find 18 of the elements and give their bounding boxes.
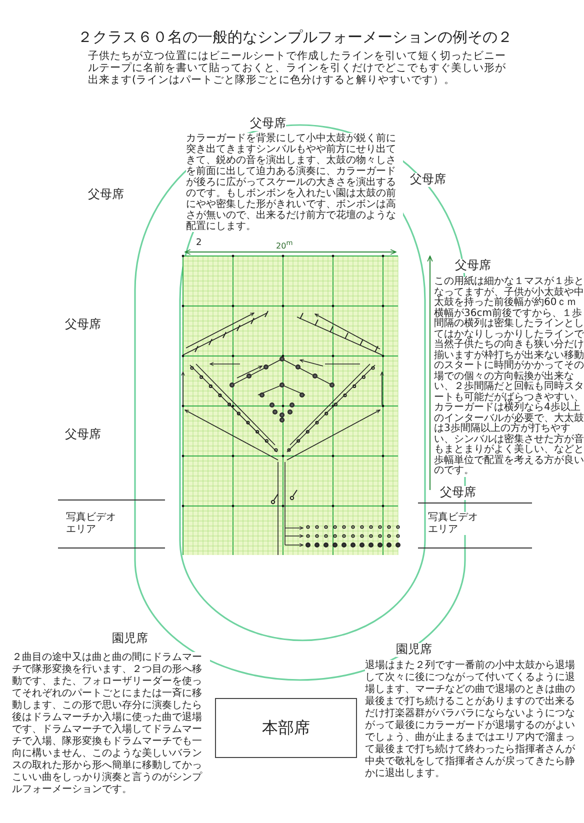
note-text: カラーガードを背景にして小中太鼓が鋭く前に突き出てきますシンバルもやや前方にせり出てきて、鋭めの音を演出します、太鼓の物々しさを前面に出して迫力ある演奏に、カラーガードが後ろに広がってスケールの大きさを演出するのです。もしボンボンを入れたい園は太鼓の前にやや密集した形がきれいです、ボンボンは高さが無いので、出来るだけ前方で花壇のような配置にします。 — [186, 133, 403, 232]
seat-label: 父母席 — [440, 486, 476, 500]
seat-label: 父母席 — [65, 318, 101, 332]
seat-label: 父母席 — [88, 188, 124, 202]
box-label: 本部席 — [262, 718, 310, 738]
seat-label: 父母席 — [410, 173, 446, 187]
note-text: 退場はまた２列です一番前の小中太鼓から退場して次々に後につながって付いてくるように退場します、マーチなどの曲で退場のときは曲の最後まで打ち続けることがありますので出来るだけ打楽器群がバラバラにならないようにつながって最後にカラーガードが退場するのがよいでしょう、曲が止まるまではエリア内で溜まって最後まで打ち続けて終わったら指揮者さんが中央で敬礼をして指揮者さんが戻ってきたら静かに退出します。 — [365, 660, 577, 780]
seat-label: 父母席 — [250, 117, 286, 131]
seat-label: 園児席 — [396, 643, 432, 657]
dimension-label: 20$^{m}$ — [276, 240, 293, 251]
seat-label: 父母席 — [455, 259, 491, 273]
headquarters-box — [215, 698, 357, 758]
description-text: 子供たちが立つ位置にはビニールシートで作成したラインを引いて短く切ったビニールテープに名前を書いて貼っておくと、ラインを引くだけでどこでもすぐ美しい形が出来ます(ラインはパートごと隊形ごとに色分けすると解りやすいです）。 — [88, 50, 508, 86]
note-text: ２曲目の途中又は曲と曲の間にドラムマーチで隊形変換を行います、２つ目の形へ移動です、また、フォローザリーダーを使ってそれぞれのパートごとにまたは一斉に移動します、この形で思い存分に演奏したら後はドラムマーチか入場に使った曲で退場です、ドラムマーチで入場してドラムマーチで入場、隊形変換もドラムマーチでも一向に構いません、このような美しいバランスの取れた形から形へ簡単に移動してかっこいい曲をしっかり演奏と言うのがシンプルフォーメーションです。 — [12, 652, 210, 796]
seat-label: 園児席 — [112, 632, 148, 646]
title: ２クラス６０名の一般的なシンプルフォーメーションの例その２ — [76, 28, 514, 47]
note-text: この用紙は細かな１マスが１歩となってますが、子供が小太鼓や中太鼓を持った前後幅が約60ｃｍ横幅が36cm前後ですから、１歩間隔の横列は密集したラインとしてはかなりしっかりしたラインで当然子供たちの向きも狭い分だけ揃いますが枠打ちが出来ない移動のスタートに時間がかかってその場での個々の方向転換が出来ない、２歩間隔だと回転も同時スタートも可能だがばらつきやすい、カラーガードは横列なら4歩以上のインターバルが必要で、大太鼓は3歩間隔以上の方が打ちやすい、シンバルは密集させた方が音もまとまりがよく美しい、などと歩幅単位で配置を考える方が良いのです。 — [434, 277, 584, 476]
seat-label: 父母席 — [65, 428, 101, 442]
